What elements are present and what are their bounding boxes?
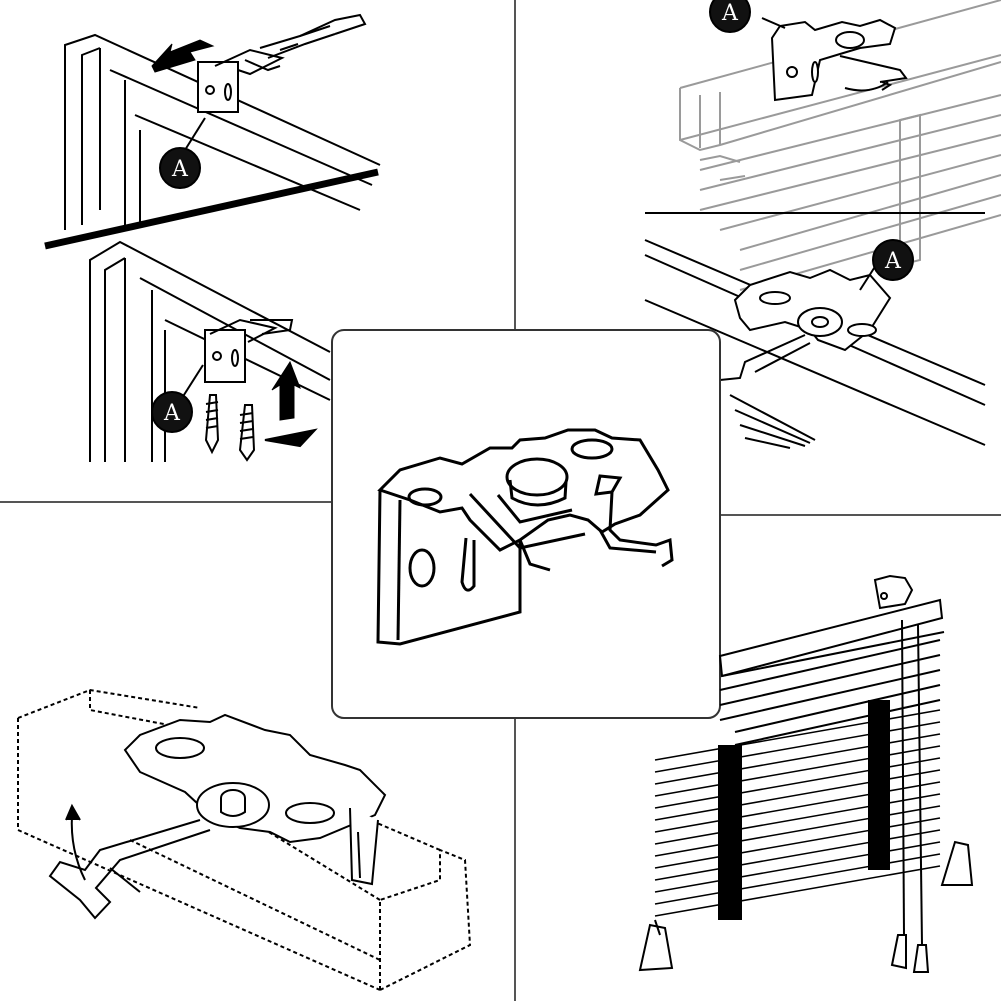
blind-slats-open	[719, 639, 941, 746]
bracket-upper	[197, 13, 367, 113]
window-frame-upper	[44, 33, 381, 250]
hold-down-brackets	[638, 840, 974, 972]
blind-headrail	[718, 598, 945, 678]
arrow-left-icon	[151, 39, 215, 73]
headrail-faded	[679, 0, 1001, 291]
screw-right	[238, 404, 256, 462]
bracket-in-channel	[123, 713, 387, 886]
panel-top-left: A A	[44, 13, 381, 462]
center-card	[331, 329, 721, 719]
cord-tassels	[890, 934, 930, 973]
panel-bottom-right	[638, 574, 974, 973]
callout-badge-upper-right: A	[709, 0, 751, 33]
callout-badge-lower-right: A	[872, 239, 914, 281]
panel-top-right: A A	[644, 0, 1001, 449]
bracket-closeup	[376, 428, 674, 646]
callout-label: A	[163, 401, 181, 426]
callout-badge-upper-left: A	[159, 147, 201, 189]
mount-bracket-top	[873, 574, 914, 610]
lever-arm	[48, 819, 211, 920]
panel-center	[331, 329, 721, 719]
callout-label: A	[171, 157, 189, 182]
rotate-arrow-icon	[70, 814, 86, 881]
ladder-tapes	[718, 700, 890, 920]
svg-text:A: A	[721, 1, 739, 26]
lift-cords	[901, 619, 923, 946]
bracket-lower	[204, 318, 294, 383]
bracket-closeup-top-right	[719, 268, 892, 381]
panel-bottom-left	[17, 688, 472, 991]
callout-badge-lower-left: A	[151, 391, 193, 433]
blind-slats-closed	[654, 709, 941, 917]
svg-text:A: A	[884, 249, 902, 274]
bracket-top-right	[770, 18, 908, 102]
arrow-up-icon	[271, 360, 301, 421]
screw-left	[204, 394, 220, 455]
